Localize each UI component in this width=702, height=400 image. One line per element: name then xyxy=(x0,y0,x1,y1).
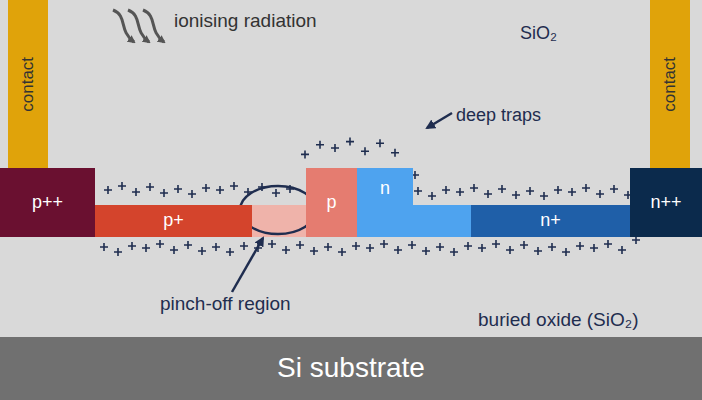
trap-charge xyxy=(142,244,150,252)
trap-charge xyxy=(104,186,112,194)
n-extension xyxy=(412,205,471,237)
callout-label: deep traps xyxy=(456,106,541,126)
trap-charge xyxy=(132,188,140,196)
trap-charges xyxy=(100,138,640,256)
n-region: n xyxy=(357,168,413,237)
trap-charge xyxy=(160,189,168,197)
region-label: p++ xyxy=(32,193,63,213)
p-plus-plus-region: p++ xyxy=(0,168,95,237)
trap-charge xyxy=(394,246,402,254)
trap-charge xyxy=(380,240,388,248)
trap-charge xyxy=(128,242,136,250)
trap-charge xyxy=(352,242,360,250)
trap-charge xyxy=(361,147,369,155)
n-plus-region: n+ xyxy=(471,205,630,237)
trap-charge xyxy=(562,248,570,256)
deep-traps-leader xyxy=(427,113,452,128)
trap-charge xyxy=(632,236,640,244)
trap-charge xyxy=(174,185,182,193)
region-label: p+ xyxy=(163,211,184,231)
trap-charge xyxy=(534,247,542,255)
trap-charge xyxy=(618,246,626,254)
trap-charge xyxy=(408,241,416,249)
radiation-arrows xyxy=(113,10,164,42)
substrate-band: Si substrate xyxy=(0,337,702,400)
trap-charge xyxy=(484,190,492,198)
region-label: n xyxy=(380,179,390,199)
trap-charge xyxy=(442,186,450,194)
trap-charge xyxy=(464,242,472,250)
pinch-off-leader xyxy=(232,238,263,292)
oxide-label: SiO₂ xyxy=(520,24,557,44)
trap-charge xyxy=(310,247,318,255)
trap-charge xyxy=(582,184,590,192)
trap-charge xyxy=(346,138,354,146)
trap-charge xyxy=(498,185,506,193)
trap-charge xyxy=(422,247,430,255)
trap-charge xyxy=(146,183,154,191)
region-label: n++ xyxy=(650,193,681,213)
p-region: p xyxy=(306,168,357,237)
trap-charge xyxy=(114,248,122,256)
trap-charge xyxy=(470,184,478,192)
trap-charge xyxy=(282,246,290,254)
trap-charge xyxy=(506,246,514,254)
trap-charge xyxy=(188,190,196,198)
p-plus-region: p+ xyxy=(95,205,252,237)
trap-charge xyxy=(296,241,304,249)
region-label: contact xyxy=(661,57,680,112)
trap-charge xyxy=(230,182,238,190)
trap-charge xyxy=(366,244,374,252)
region-label: Si substrate xyxy=(277,353,425,384)
callout-label: pinch-off region xyxy=(160,294,291,315)
region-label: contact xyxy=(19,57,38,112)
trap-charge xyxy=(202,184,210,192)
trap-charge xyxy=(331,144,339,152)
trap-charge xyxy=(576,242,584,250)
region-label: n+ xyxy=(540,211,561,231)
trap-charge xyxy=(428,192,436,200)
trap-charge xyxy=(316,141,324,149)
trap-charge xyxy=(391,149,399,157)
trap-charge xyxy=(512,191,520,199)
trap-charge xyxy=(450,248,458,256)
trap-charge xyxy=(526,187,534,195)
trap-charge xyxy=(198,247,206,255)
trap-charge xyxy=(301,150,309,158)
trap-charge xyxy=(540,192,548,200)
trap-charge xyxy=(376,139,384,147)
trap-charge xyxy=(226,248,234,256)
trap-charge xyxy=(272,189,280,197)
trap-charge xyxy=(118,182,126,190)
n-plus-plus-region: n++ xyxy=(630,168,702,237)
trap-charge xyxy=(436,243,444,251)
trap-charge xyxy=(554,186,562,194)
trap-charge xyxy=(548,243,556,251)
trap-charge xyxy=(240,242,248,250)
contact-pad: contact xyxy=(650,0,690,168)
trap-charge xyxy=(610,185,618,193)
trap-charge xyxy=(216,186,224,194)
oxide-label: buried oxide (SiO₂) xyxy=(478,310,639,331)
region-label: p xyxy=(326,193,336,213)
trap-charge xyxy=(596,190,604,198)
trap-charge xyxy=(212,243,220,251)
trap-charge xyxy=(338,248,346,256)
trap-charge xyxy=(156,240,164,248)
trap-charge xyxy=(100,243,108,251)
trap-charge xyxy=(414,187,422,195)
trap-charge xyxy=(568,188,576,196)
radiation-label: ionising radiation xyxy=(174,11,317,32)
trap-charge xyxy=(456,188,464,196)
trap-charge xyxy=(268,240,276,248)
contact-pad: contact xyxy=(8,0,48,168)
trap-charge xyxy=(590,244,598,252)
trap-charge xyxy=(184,241,192,249)
trap-charge xyxy=(478,244,486,252)
trap-charge xyxy=(520,241,528,249)
trap-charge xyxy=(170,246,178,254)
trap-charge xyxy=(492,240,500,248)
trap-charge xyxy=(604,240,612,248)
trap-charge xyxy=(324,243,332,251)
